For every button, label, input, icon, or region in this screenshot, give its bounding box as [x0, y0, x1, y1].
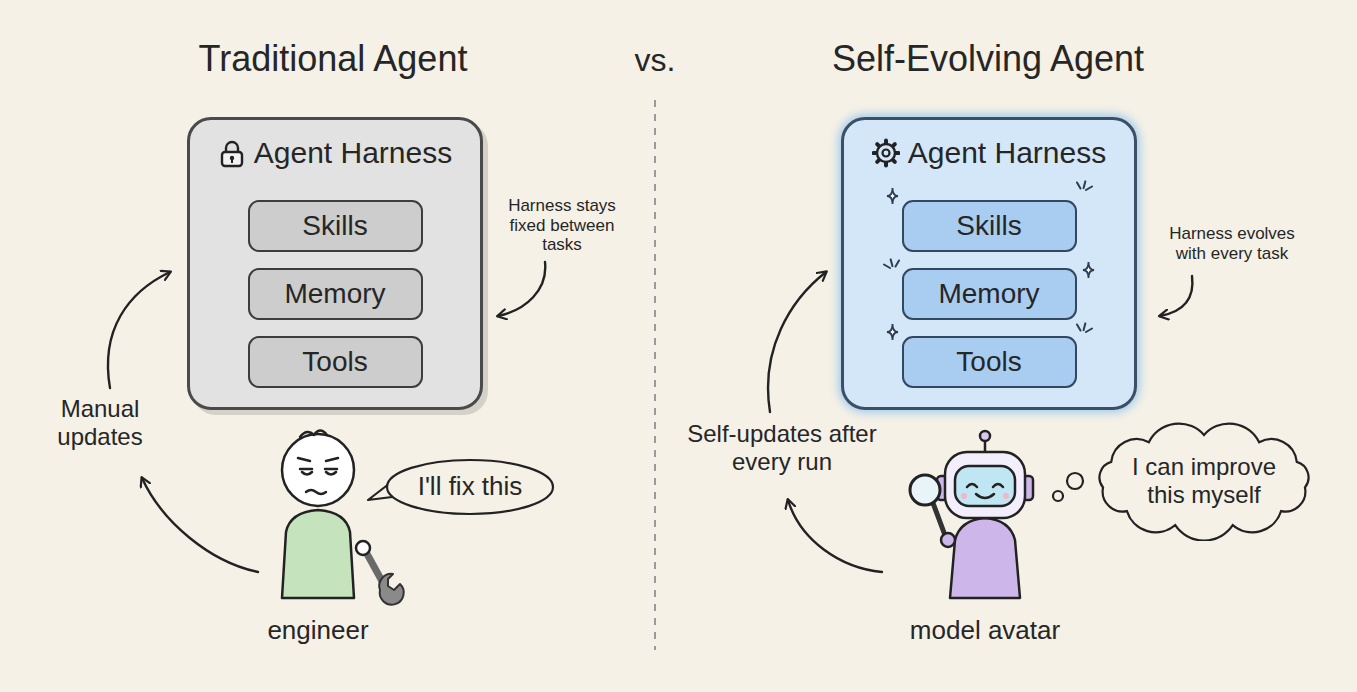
arrow-label: Self-updates after every run — [682, 420, 882, 475]
robot-avatar — [955, 466, 1015, 506]
component-box: Tools — [248, 336, 423, 388]
sparkle-marks — [1084, 323, 1086, 330]
component-box-text: Memory — [284, 278, 385, 310]
harness-panel-text: Agent Harness — [254, 136, 452, 171]
robot-avatar — [976, 494, 994, 498]
component-box-text: Tools — [302, 346, 367, 378]
gear-icon — [873, 141, 898, 166]
panel-header-row: Agent Harness — [218, 136, 452, 171]
thought-bubble-text: I can improve this myself — [1124, 453, 1284, 508]
component-box: Skills — [248, 200, 423, 252]
figure-caption: engineer — [238, 616, 398, 646]
gear-icon — [872, 138, 900, 168]
harness-panel-text: Agent Harness — [908, 136, 1106, 171]
note: Harness evolves with every task — [1166, 224, 1298, 263]
divider-line — [654, 100, 656, 650]
engineer-figure — [302, 472, 336, 475]
engineer-figure — [379, 574, 403, 605]
engineer-figure — [306, 490, 326, 494]
engineer-figure — [282, 434, 354, 506]
update-arrow — [768, 272, 826, 412]
engineer-figure — [300, 468, 337, 471]
sparkle-marks — [887, 324, 898, 340]
panel-header: Agent Harness — [844, 136, 1134, 171]
update-arrow — [108, 272, 170, 388]
robot-avatar — [933, 503, 946, 538]
panel-header: Agent Harness — [190, 136, 480, 171]
speech-bubble-text: I'll fix this — [418, 472, 523, 502]
sparkle-marks — [1083, 262, 1094, 278]
sparkle-marks — [884, 265, 890, 269]
figure-caption: model avatar — [885, 616, 1085, 646]
harness-panel: Agent HarnessSkillsMemoryTools — [841, 117, 1137, 410]
component-box-text: Skills — [956, 210, 1021, 242]
component-box: Memory — [902, 268, 1077, 320]
robot-avatar — [945, 452, 1025, 518]
note: Harness stays fixed between tasks — [503, 196, 621, 255]
robot-avatar — [910, 475, 940, 505]
sparkle-marks — [887, 188, 898, 204]
column-heading: Traditional Agent — [133, 38, 533, 79]
sparkle-marks — [1077, 182, 1081, 188]
versus-mark: vs. — [615, 42, 695, 79]
bubble-tail — [1067, 473, 1083, 489]
gear-icon — [877, 144, 895, 162]
component-box-text: Tools — [956, 346, 1021, 378]
robot-avatar — [961, 493, 967, 499]
update-arrow — [1160, 276, 1192, 316]
sparkle-marks — [896, 260, 900, 266]
panel-header-row: Agent Harness — [872, 136, 1106, 171]
bubble-tail — [1053, 491, 1063, 501]
column-heading: Self-Evolving Agent — [778, 38, 1198, 79]
update-arrow — [108, 262, 1192, 572]
robot-avatar — [910, 431, 1033, 598]
sparkle-marks — [891, 259, 893, 266]
component-box-text: Skills — [302, 210, 367, 242]
bubble-tail — [368, 473, 1083, 501]
robot-avatar — [1003, 493, 1009, 499]
lock-icon — [231, 158, 233, 163]
thought-bubble: I can improve this myself — [1088, 421, 1320, 541]
sparkle-marks — [1077, 324, 1081, 330]
sparkle-marks — [1086, 329, 1092, 333]
lock-icon — [218, 138, 246, 168]
engineer-figure — [298, 458, 338, 461]
component-box: Skills — [902, 200, 1077, 252]
update-arrow — [142, 478, 258, 572]
engineer-figure — [356, 541, 370, 555]
component-box: Tools — [902, 336, 1077, 388]
speech-bubble: I'll fix this — [385, 458, 555, 516]
component-box-text: Memory — [938, 278, 1039, 310]
sparkle-marks — [1084, 181, 1086, 188]
update-arrow — [498, 262, 545, 316]
update-arrow — [788, 500, 882, 572]
arrow-label: Manual updates — [35, 395, 165, 450]
robot-avatar — [980, 431, 990, 441]
lock-icon — [226, 142, 238, 152]
engineer-figure — [282, 431, 404, 605]
robot-avatar — [967, 484, 1003, 487]
component-box: Memory — [248, 268, 423, 320]
thought-cloud-outline — [1099, 424, 1308, 541]
speech-bubble-outline — [387, 460, 553, 514]
harness-panel: Agent HarnessSkillsMemoryTools — [187, 117, 483, 410]
sparkle-marks — [1086, 187, 1092, 191]
engineer-figure — [282, 510, 354, 598]
robot-avatar — [941, 533, 955, 547]
engineer-figure — [300, 431, 327, 438]
gear-icon — [882, 150, 889, 157]
robot-avatar — [950, 518, 1020, 598]
lock-icon — [222, 152, 242, 166]
